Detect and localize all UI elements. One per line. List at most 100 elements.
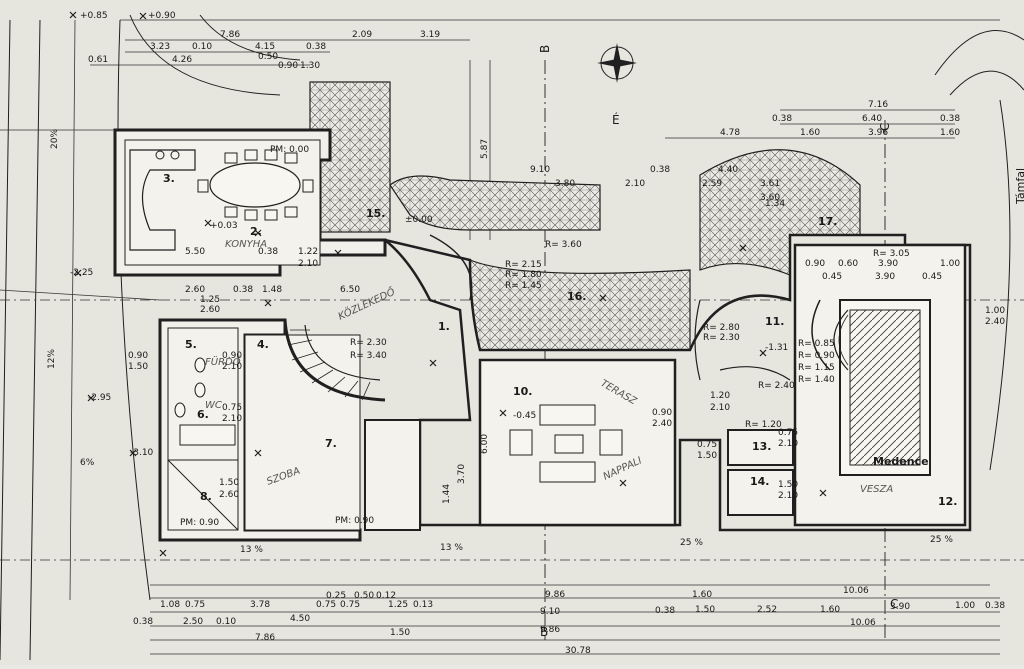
garden-curves [117, 14, 1024, 601]
dimension: 0.10 [192, 42, 212, 52]
dimension: 30.78 [565, 646, 591, 656]
slope-value: 20% [50, 129, 60, 149]
dimension: 0.75 [222, 403, 242, 413]
retaining-wall-label: Támfal [1014, 168, 1024, 205]
dimension: 2.09 [352, 30, 372, 40]
level-value: -1.31 [765, 343, 788, 353]
dimension: 2.60 [219, 490, 239, 500]
dimension: 1.34 [765, 199, 785, 209]
bath-fixtures [167, 357, 239, 531]
dimension: 3.96 [868, 128, 888, 138]
level-markers [69, 11, 827, 557]
room-number: 4. [257, 338, 269, 351]
room-number: 3. [163, 172, 175, 185]
dimension: 0.75 [697, 440, 717, 450]
dimension: 0.38 [772, 114, 792, 124]
dimension: 5.50 [185, 247, 205, 257]
dimension: 3.90 [878, 259, 898, 269]
dimension: 1.60 [800, 128, 820, 138]
dimension: 3.70 [457, 464, 467, 484]
room-number: 7. [325, 437, 337, 450]
dimension: 2.40 [985, 317, 1005, 327]
level-value: ±0.00 [405, 215, 433, 225]
kitchen-counter [129, 149, 196, 251]
level-value: R= 1.15 [798, 363, 835, 373]
dimension: 1.22 [298, 247, 318, 257]
dimension: 3.61 [760, 179, 780, 189]
terraces [309, 81, 861, 351]
dimension: 2.10 [298, 259, 318, 269]
section-mark-b-top: B [538, 45, 552, 53]
dimension: 0.75 [316, 600, 336, 610]
dimension: 9.86 [540, 625, 560, 635]
dimension: 2.10 [625, 179, 645, 189]
room-number: 2. [250, 225, 262, 238]
dimension: 1.00 [985, 306, 1005, 316]
dimension: 2.10 [778, 491, 798, 501]
level-value: PM: 0.90 [335, 516, 374, 526]
dimension: 1.44 [442, 484, 452, 504]
dimension: 1.60 [940, 128, 960, 138]
dimension: 3.60 [760, 193, 780, 203]
dimension: 0.90 [278, 61, 298, 71]
room-number: 14. [750, 475, 770, 488]
dimension: 1.30 [300, 61, 320, 71]
dimension: 0.61 [88, 55, 108, 65]
slope-value: 25 % [680, 538, 703, 548]
slope-value: 13 % [240, 545, 263, 555]
dimension: 2.50 [183, 617, 203, 627]
dimension: 4.50 [290, 614, 310, 624]
dimension: 4.40 [718, 165, 738, 175]
dimension: 2.10 [222, 414, 242, 424]
dimension: 6.00 [480, 434, 490, 454]
level-value: -2.25 [70, 268, 93, 278]
dimension: 1.08 [160, 600, 180, 610]
dimension: 0.90 [805, 259, 825, 269]
dimension: 0.12 [376, 591, 396, 601]
dimension: 3.19 [420, 30, 440, 40]
north-label: É [612, 112, 620, 127]
dimension: 3.80 [555, 179, 575, 189]
pool-label: Medence [873, 455, 929, 468]
section-mark-c-bottom: C [890, 597, 898, 611]
dimension: 1.25 [388, 600, 408, 610]
slope-value: 25 % [930, 535, 953, 545]
dimension: 3.23 [150, 42, 170, 52]
room-number: 11. [765, 315, 785, 328]
level-value: R= 3.40 [350, 351, 387, 361]
dimension: 2.10 [222, 362, 242, 372]
dimension: 1.50 [128, 362, 148, 372]
dimension: 7.16 [868, 100, 888, 110]
level-value: R= 2.80 [703, 323, 740, 333]
dimension: 2.40 [652, 419, 672, 429]
level-value: R= 1.45 [505, 281, 542, 291]
level-value: PM: 0.00 [270, 145, 309, 155]
terrace-17 [699, 149, 861, 276]
terrace-16 [469, 259, 691, 351]
level-value: R= 1.20 [745, 420, 782, 430]
room-number: 5. [185, 338, 197, 351]
room-number: 12. [938, 495, 958, 508]
dimension: 1.00 [955, 601, 975, 611]
dimension: 10.06 [850, 618, 876, 628]
slope-value: 6% [80, 458, 95, 468]
dimension: 3.78 [250, 600, 270, 610]
dimension: 7.86 [220, 30, 240, 40]
level-value: R= 2.30 [350, 338, 387, 348]
dimension: 0.10 [216, 617, 236, 627]
dimension: 2.59 [702, 179, 722, 189]
level-value: +0.85 [80, 11, 108, 21]
dimension: 0.38 [233, 285, 253, 295]
dimension: 5.87 [480, 139, 490, 159]
sofa-set [509, 404, 623, 483]
dimension: 0.38 [985, 601, 1005, 611]
dimension: 0.38 [258, 247, 278, 257]
dimension: 6.40 [862, 114, 882, 124]
room-number: 13. [752, 440, 772, 453]
dimension: 1.00 [940, 259, 960, 269]
dimension: 6.50 [340, 285, 360, 295]
handwritten-note: KONYHA [225, 239, 267, 250]
dimension: 4.78 [720, 128, 740, 138]
dimension: 0.60 [838, 259, 858, 269]
dimension: 2.60 [185, 285, 205, 295]
